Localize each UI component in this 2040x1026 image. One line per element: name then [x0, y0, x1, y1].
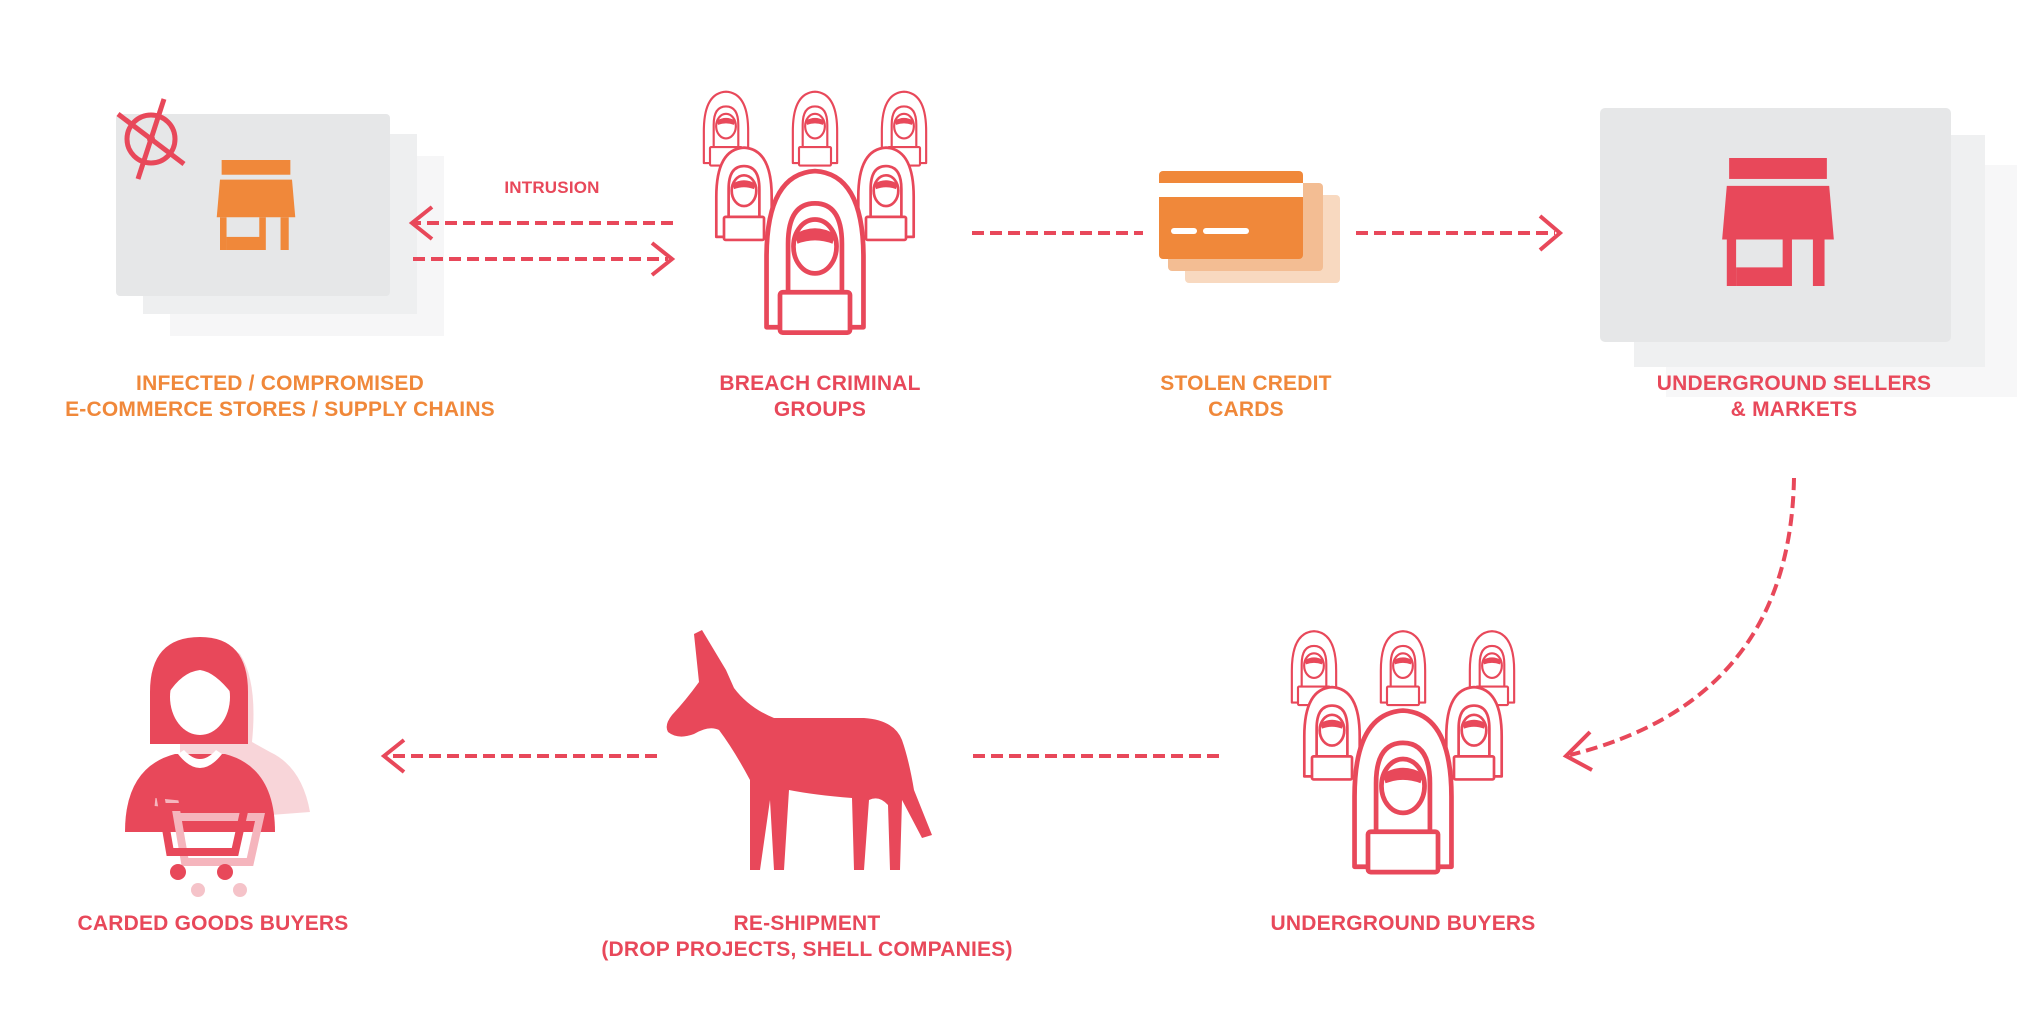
carded-label: CARDED GOODS BUYERS	[77, 912, 349, 935]
shopper-icon	[125, 637, 310, 897]
breach-label: BREACH CRIMINAL GROUPS	[719, 371, 920, 423]
hacker-group-icon	[1290, 630, 1516, 880]
label-line: & MARKETS	[1730, 398, 1858, 421]
label-line: UNDERGROUND SELLERS	[1656, 372, 1932, 395]
storefront-icon	[1704, 158, 1852, 286]
sellers-label: UNDERGROUND SELLERS & MARKETS	[1657, 371, 1931, 423]
label-line: INFECTED / COMPROMISED	[136, 372, 424, 395]
label-line: BREACH CRIMINAL	[719, 372, 921, 395]
credit-card-icon	[1159, 171, 1303, 259]
reshipment-label: RE-SHIPMENT (DROP PROJECTS, SHELL COMPAN…	[601, 911, 1012, 963]
cards-label: STOLEN CREDIT CARDS	[1160, 371, 1331, 423]
buyers-label: UNDERGROUND BUYERS	[1270, 912, 1536, 935]
label-line: GROUPS	[773, 398, 867, 421]
label-line: E-COMMERCE STORES / SUPPLY CHAINS	[65, 398, 495, 421]
label-line: (DROP PROJECTS, SHELL COMPANIES)	[601, 938, 1013, 961]
target-icon	[116, 98, 186, 180]
intrusion-label: INTRUSION	[504, 178, 600, 197]
hacker-group-icon	[702, 90, 928, 338]
donkey-icon	[666, 630, 932, 870]
stores-label: INFECTED / COMPROMISED E-COMMERCE STORES…	[65, 371, 495, 423]
label-line: RE-SHIPMENT	[733, 912, 881, 935]
label-line: STOLEN CREDIT	[1160, 372, 1332, 395]
label-line: CARDS	[1208, 398, 1284, 421]
